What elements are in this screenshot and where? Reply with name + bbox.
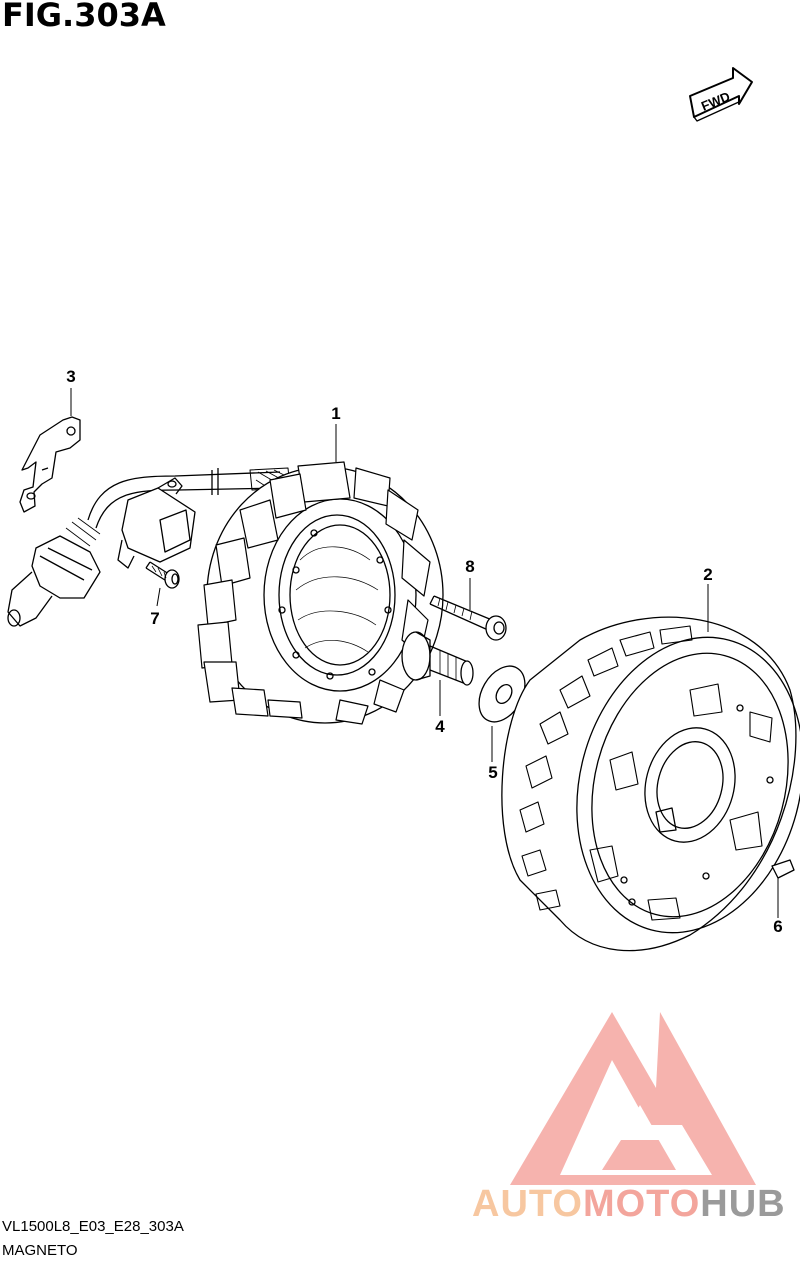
fwd-arrow-icon: FWD bbox=[689, 67, 753, 122]
watermark-hub: HUB bbox=[700, 1183, 786, 1225]
callout-6: 6 bbox=[773, 917, 783, 936]
wire-harness bbox=[65, 467, 291, 547]
callout-3: 3 bbox=[66, 367, 76, 386]
pickup-sensor bbox=[117, 477, 196, 569]
callout-5: 5 bbox=[488, 763, 498, 782]
callout-8: 8 bbox=[465, 557, 475, 576]
wire-connector bbox=[7, 535, 101, 627]
watermark-wordmark: AUTOMOTOHUB bbox=[472, 1183, 786, 1226]
rotor-part-2 bbox=[501, 616, 800, 952]
screw-part-7 bbox=[145, 561, 180, 589]
bracket-part-3 bbox=[19, 416, 81, 513]
watermark-moto: MOTO bbox=[582, 1183, 701, 1225]
stator-part-1 bbox=[197, 461, 444, 725]
key-part-6 bbox=[771, 859, 795, 879]
callout-2: 2 bbox=[703, 565, 713, 584]
callout-4: 4 bbox=[435, 717, 445, 736]
flange-bolt-part-4 bbox=[401, 631, 474, 686]
callout-1: 1 bbox=[331, 404, 341, 423]
bolt-part-8 bbox=[429, 595, 507, 641]
diagram-name: MAGNETO bbox=[2, 1242, 78, 1259]
watermark-logo bbox=[510, 1012, 756, 1185]
callout-7: 7 bbox=[150, 609, 160, 628]
figure-title: FIG.303A bbox=[2, 0, 166, 34]
leader-lines bbox=[70, 388, 779, 918]
watermark-auto: AUTO bbox=[472, 1183, 583, 1225]
diagram-code: VL1500L8_E03_E28_303A bbox=[2, 1218, 184, 1235]
